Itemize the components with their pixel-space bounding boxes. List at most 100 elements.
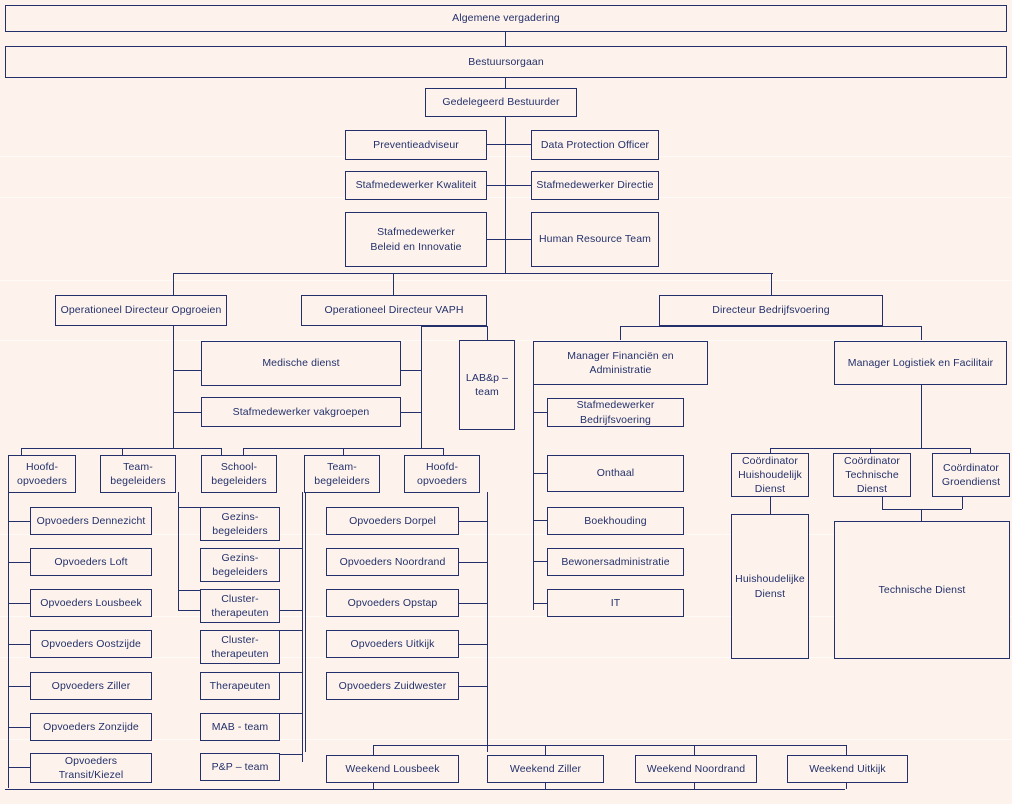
- connector: [8, 727, 30, 729]
- node-stafmedewerker-bedrijfsvoering[interactable]: Stafmedewerker Bedrijfsvoering: [547, 398, 684, 427]
- node-huishoudelijke-dienst[interactable]: Huishoudelijke Dienst: [731, 514, 809, 659]
- connector: [962, 497, 964, 509]
- node-teambegeleiders-opgroeien[interactable]: Team- begeleiders: [100, 455, 176, 493]
- connector: [8, 521, 30, 523]
- node-teambegeleiders-vaph[interactable]: Team- begeleiders: [304, 455, 380, 493]
- node-hoofdopvoeders-opgroeien[interactable]: Hoofd- opvoeders: [8, 455, 76, 493]
- connector: [505, 32, 507, 47]
- node-bewonersadministratie[interactable]: Bewonersadministratie: [547, 548, 684, 576]
- node-lab-p-team[interactable]: LAB&p – team: [459, 340, 515, 430]
- connector: [421, 326, 423, 448]
- connector: [173, 273, 773, 275]
- connector: [8, 562, 30, 564]
- connector: [400, 370, 421, 372]
- node-begeleiders-mid[interactable]: Gezins- begeleiders: [200, 548, 280, 582]
- connector: [545, 745, 547, 755]
- connector: [533, 603, 547, 605]
- node-weekend-team[interactable]: Weekend Lousbeek: [326, 755, 459, 783]
- node-opvoeders-left[interactable]: Opvoeders Zonzijde: [30, 713, 152, 741]
- connector: [459, 562, 487, 564]
- node-coordinator-groendienst[interactable]: Coördinator Groendienst: [932, 453, 1010, 497]
- node-opvoeders-right[interactable]: Opvoeders Noordrand: [326, 548, 459, 576]
- node-opvoeders-right[interactable]: Opvoeders Zuidwester: [326, 672, 459, 700]
- node-opvoeders-right[interactable]: Opvoeders Opstap: [326, 589, 459, 617]
- connector: [8, 603, 30, 605]
- node-weekend-team[interactable]: Weekend Uitkijk: [787, 755, 908, 783]
- node-directeur-bedrijfsvoering[interactable]: Directeur Bedrijfsvoering: [659, 295, 883, 326]
- node-human-resource-team[interactable]: Human Resource Team: [531, 212, 659, 267]
- node-schoolbegeleiders[interactable]: School- begeleiders: [201, 455, 277, 493]
- connector: [487, 492, 489, 752]
- node-algemene-vergadering[interactable]: Algemene vergadering: [5, 5, 1007, 32]
- connector: [178, 492, 180, 610]
- node-opvoeders-left[interactable]: Opvoeders Lousbeek: [30, 589, 152, 617]
- node-begeleiders-mid[interactable]: P&P – team: [200, 753, 280, 781]
- connector: [280, 672, 302, 674]
- node-operationeel-directeur-opgroeien[interactable]: Operationeel Directeur Opgroeien: [55, 295, 227, 326]
- node-stafmedewerker-vakgroepen[interactable]: Stafmedewerker vakgroepen: [201, 397, 401, 427]
- connector: [343, 448, 345, 458]
- connector: [620, 326, 922, 328]
- node-opvoeders-left[interactable]: Opvoeders Dennezicht: [30, 507, 152, 535]
- connector: [921, 509, 923, 521]
- node-technische-dienst[interactable]: Technische Dienst: [834, 521, 1010, 659]
- node-gedelegeerd-bestuurder[interactable]: Gedelegeerd Bestuurder: [425, 88, 577, 117]
- node-opvoeders-left[interactable]: Opvoeders Transit/Kiezel: [30, 753, 152, 783]
- connector: [505, 144, 531, 146]
- node-opvoeders-left[interactable]: Opvoeders Loft: [30, 548, 152, 576]
- node-data-protection-officer[interactable]: Data Protection Officer: [531, 130, 659, 160]
- node-medische-dienst[interactable]: Medische dienst: [201, 341, 401, 386]
- node-preventieadviseur[interactable]: Preventieadviseur: [345, 130, 487, 160]
- node-weekend-team[interactable]: Weekend Noordrand: [635, 755, 757, 783]
- connector: [8, 767, 30, 769]
- node-onthaal[interactable]: Onthaal: [547, 455, 684, 492]
- node-coordinator-technische-dienst[interactable]: Coördinator Technische Dienst: [833, 453, 911, 497]
- connector: [221, 448, 223, 458]
- connector: [393, 273, 395, 295]
- node-coordinator-huishoudelijk-dienst[interactable]: Coördinator Huishoudelijk Dienst: [731, 453, 809, 497]
- connector: [21, 448, 221, 450]
- connector: [487, 185, 505, 187]
- connector: [400, 412, 421, 414]
- node-stafmedewerker-kwaliteit[interactable]: Stafmedewerker Kwaliteit: [345, 171, 487, 200]
- connector: [280, 630, 302, 632]
- connector: [280, 548, 302, 550]
- connector: [459, 521, 487, 523]
- connector: [694, 783, 696, 790]
- node-it[interactable]: IT: [547, 589, 684, 617]
- node-hoofdopvoeders-vaph[interactable]: Hoofd- opvoeders: [404, 455, 480, 493]
- node-manager-logistiek-facilitair[interactable]: Manager Logistiek en Facilitair: [834, 341, 1007, 385]
- node-boekhouding[interactable]: Boekhouding: [547, 507, 684, 535]
- connector: [505, 239, 531, 241]
- connector: [443, 448, 445, 458]
- node-begeleiders-mid[interactable]: Cluster- therapeuten: [200, 589, 280, 623]
- connector: [280, 713, 302, 715]
- connector: [122, 448, 124, 458]
- connector: [373, 783, 375, 790]
- node-stafmedewerker-beleid-innovatie[interactable]: Stafmedewerker Beleid en Innovatie: [345, 212, 487, 267]
- connector: [421, 326, 488, 328]
- node-begeleiders-mid[interactable]: MAB - team: [200, 713, 280, 741]
- connector: [487, 326, 489, 340]
- connector: [533, 385, 535, 610]
- connector: [921, 326, 923, 340]
- connector: [173, 412, 201, 414]
- connector: [487, 239, 505, 241]
- connector: [505, 78, 507, 88]
- connector: [770, 497, 772, 514]
- node-stafmedewerker-directie[interactable]: Stafmedewerker Directie: [531, 171, 659, 200]
- node-begeleiders-mid[interactable]: Therapeuten: [200, 672, 280, 700]
- node-bestuursorgaan[interactable]: Bestuursorgaan: [5, 46, 1007, 78]
- node-begeleiders-mid[interactable]: Cluster- therapeuten: [200, 630, 280, 664]
- node-weekend-team[interactable]: Weekend Ziller: [487, 755, 604, 783]
- node-opvoeders-left[interactable]: Opvoeders Oostzijde: [30, 630, 152, 658]
- node-opvoeders-left[interactable]: Opvoeders Ziller: [30, 672, 152, 700]
- connector: [280, 754, 302, 756]
- node-opvoeders-right[interactable]: Opvoeders Uitkijk: [326, 630, 459, 658]
- node-manager-financien-administratie[interactable]: Manager Financiën en Administratie: [533, 341, 708, 385]
- connector: [173, 326, 175, 448]
- node-operationeel-directeur-vaph[interactable]: Operationeel Directeur VAPH: [301, 295, 487, 326]
- node-opvoeders-right[interactable]: Opvoeders Dorpel: [326, 507, 459, 535]
- node-begeleiders-mid[interactable]: Gezins- begeleiders: [200, 507, 280, 541]
